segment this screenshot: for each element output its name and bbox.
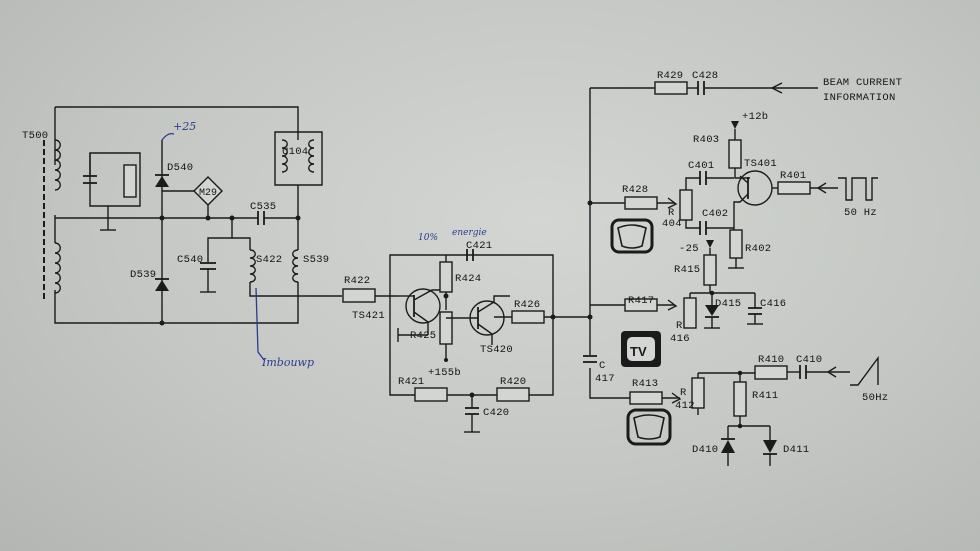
label-c420: C420 <box>483 407 509 419</box>
crt-icon-top <box>610 218 654 254</box>
label-s422: S422 <box>256 254 282 266</box>
label-50hz-saw: 50Hz <box>862 392 888 404</box>
label-r410: R410 <box>758 354 784 366</box>
label-50hz-pulse: 50 Hz <box>844 207 877 219</box>
label-r424: R424 <box>455 273 481 285</box>
handwritten-annotations: +25 10% energie Imbouwp <box>161 120 487 369</box>
label-ts420: TS420 <box>480 344 513 356</box>
label-r428: R428 <box>622 184 648 196</box>
label-155b: +155b <box>428 367 461 379</box>
label-tv: TV <box>630 344 647 359</box>
label-d411: D411 <box>783 444 809 456</box>
label-r401: R401 <box>780 170 806 182</box>
label-c410: C410 <box>796 354 822 366</box>
label-beam-current: BEAM CURRENT <box>823 77 902 89</box>
label-r412-num: 412 <box>675 400 695 412</box>
label-d540: D540 <box>167 162 193 174</box>
note-plus25: +25 <box>173 120 196 133</box>
label-r416-r: R <box>676 320 683 332</box>
label-c421: C421 <box>466 240 492 252</box>
label-c428: C428 <box>692 70 718 82</box>
label-r426: R426 <box>514 299 540 311</box>
note-energy: energie <box>452 228 487 238</box>
label-d410: D410 <box>692 444 718 456</box>
label-ts401: TS401 <box>744 158 777 170</box>
label-c416: C416 <box>760 298 786 310</box>
label-d415: D415 <box>715 298 741 310</box>
label-r422: R422 <box>344 275 370 287</box>
label-s539: S539 <box>303 254 329 266</box>
label-r420: R420 <box>500 376 526 388</box>
label-r411: R411 <box>752 390 778 402</box>
label-m29: M29 <box>199 188 217 199</box>
label-r416-num: 416 <box>670 333 690 345</box>
note-percent: 10% <box>418 233 438 243</box>
label-r412-r: R <box>680 387 687 399</box>
label-c417-c: C <box>599 360 606 372</box>
note-scribble: Imbouwp <box>261 356 314 369</box>
label-r404-num: 404 <box>662 218 682 230</box>
label-r404-r: R <box>668 207 675 219</box>
label-t500: T500 <box>22 130 48 142</box>
label-r417: R417 <box>628 295 654 307</box>
label-r402: R402 <box>745 243 771 255</box>
label-12b: +12b <box>742 111 768 123</box>
label-c535: C535 <box>250 201 276 213</box>
label-d539: D539 <box>130 269 156 281</box>
label-r413: R413 <box>632 378 658 390</box>
label-r403: R403 <box>693 134 719 146</box>
tv-icon <box>621 331 661 367</box>
label-c540: C540 <box>177 254 203 266</box>
crt-icon-bottom <box>626 408 672 446</box>
label-r425: R425 <box>410 330 436 342</box>
label-c402: C402 <box>702 208 728 220</box>
label-minus25: -25 <box>679 243 699 255</box>
label-r429: R429 <box>657 70 683 82</box>
label-c401: C401 <box>688 160 714 172</box>
middle-block-wiring <box>342 249 590 433</box>
left-block-wiring <box>43 106 342 326</box>
label-ts421: TS421 <box>352 310 385 322</box>
label-r415: R415 <box>674 264 700 276</box>
label-u104: U104 <box>282 146 308 158</box>
label-r421: R421 <box>398 376 424 388</box>
label-information: INFORMATION <box>823 92 896 104</box>
right-block-wiring <box>583 81 879 466</box>
label-c417-num: 417 <box>595 373 615 385</box>
